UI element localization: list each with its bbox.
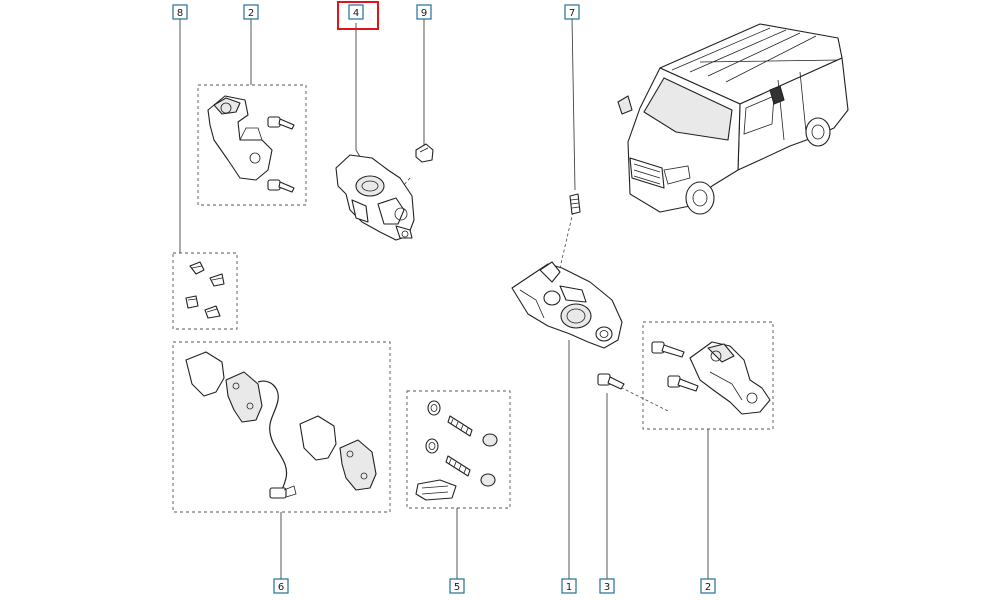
callout-1-label: 1 [566,582,572,593]
callout-7[interactable]: 7 [564,4,580,20]
pad-clips-drawing [185,261,225,319]
leader-4 [355,23,363,161]
callout-5-label: 5 [454,582,460,593]
leader-7 [571,17,576,191]
group-box-guide-pin-kit [406,390,511,509]
callout-5[interactable]: 5 [449,578,465,594]
callout-2-top-label: 2 [248,8,254,19]
brake-pads-set-drawing [185,351,377,499]
callout-1[interactable]: 1 [561,578,577,594]
bracket-bolt-drawing [597,373,625,390]
brake-caliper-front-drawing [511,261,623,349]
leader-3-dashed [615,384,671,413]
callout-6-label: 6 [278,582,284,593]
bleed-screw-drawing [415,143,434,163]
callout-2-bottom-label: 2 [705,582,711,593]
bleed-valve-drawing [569,193,581,215]
callout-4-highlight [337,1,379,30]
group-box-caliper-bracket-small [197,84,307,206]
callout-7-label: 7 [569,8,575,19]
callout-8[interactable]: 8 [172,4,188,20]
callout-4-label: 4 [353,8,359,19]
brake-caliper-rear-drawing [335,154,415,241]
caliper-bracket-large-drawing [651,341,771,415]
callout-6[interactable]: 6 [273,578,289,594]
guide-pin-kit-drawing [415,400,498,501]
caliper-bracket-small-drawing [207,95,295,193]
leader-7-dashed [559,211,574,269]
group-box-clips [172,252,238,330]
callout-9-label: 9 [421,8,427,19]
callout-3-label: 3 [604,582,610,593]
callout-2-top[interactable]: 2 [243,4,259,20]
callout-2-bottom[interactable]: 2 [700,578,716,594]
van-illustration [617,23,849,215]
callout-9[interactable]: 9 [416,4,432,20]
callout-3[interactable]: 3 [599,578,615,594]
group-box-brake-pads [172,341,391,513]
callout-4[interactable]: 4 [337,1,379,30]
callout-8-label: 8 [177,8,183,19]
